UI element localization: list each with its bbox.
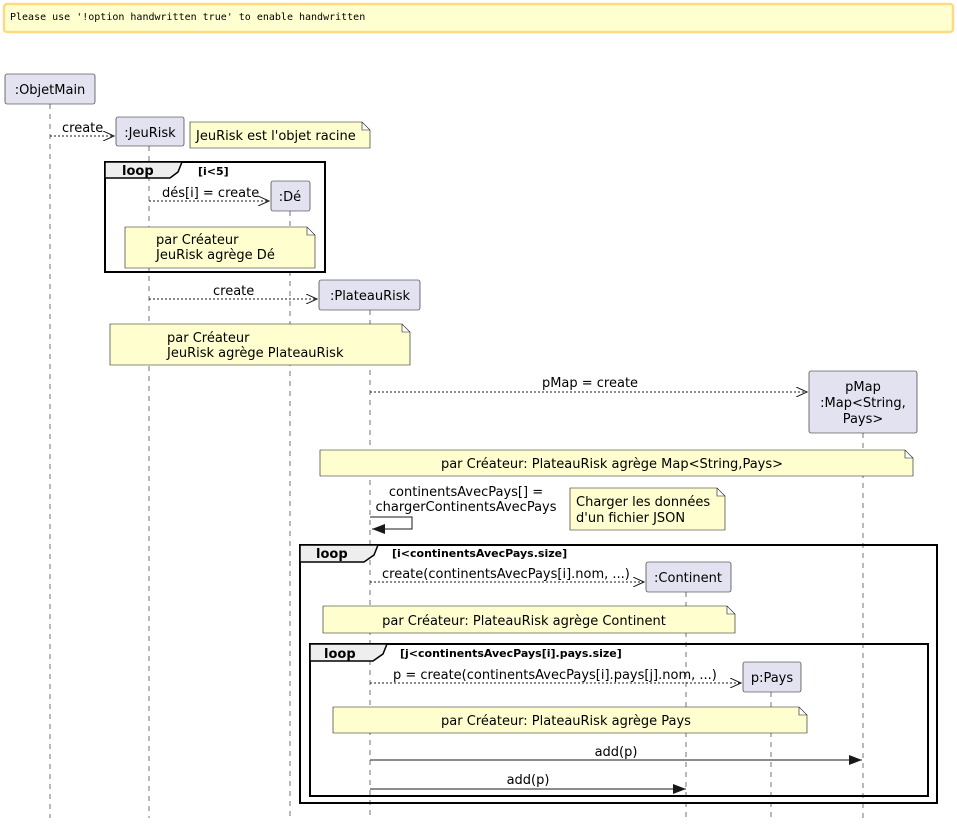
loop-guard: [i<5]: [198, 165, 229, 178]
loop-frame-3: loop [j<continentsAvecPays[i].pays.size]: [309, 643, 929, 797]
participant-label: :Continent: [654, 571, 722, 586]
participant-jeurisk[interactable]: :JeuRisk: [115, 116, 185, 147]
message-add-pmap: add(p): [370, 745, 862, 765]
message-label: create(continentsAvecPays[i].nom, ...): [382, 567, 630, 582]
message-create-continent: create(continentsAvecPays[i].nom, ...): [370, 567, 644, 582]
participant-de[interactable]: :Dé: [270, 180, 311, 212]
message-label: dés[i] = create: [162, 186, 259, 201]
participant-label: :PlateauRisk: [330, 289, 411, 304]
participant-continent[interactable]: :Continent: [645, 561, 732, 593]
message-label: add(p): [595, 745, 638, 760]
note-text: par Créateur: [156, 233, 239, 248]
participant-objetmain[interactable]: :ObjetMain: [4, 73, 96, 105]
message-create-jeurisk: create: [50, 121, 114, 136]
note-text: Charger les données: [576, 495, 710, 510]
loop-keyword: loop: [316, 547, 348, 562]
message-label: p = create(continentsAvecPays[i].pays[j]…: [393, 668, 717, 683]
loop-keyword: loop: [122, 164, 154, 179]
loop-frame-1: loop [i<5]: [104, 161, 326, 273]
loop-frame-2: loop [i<continentsAvecPays.size]: [299, 544, 938, 804]
participant-label: :ObjetMain: [15, 83, 86, 98]
message-label: chargerContinentsAvecPays: [375, 500, 556, 515]
message-label: create: [213, 284, 254, 299]
participant-label: :Dé: [279, 190, 301, 205]
note-text: d'un fichier JSON: [576, 511, 685, 526]
note-plateau: par Créateur JeuRisk agrège PlateauRisk: [109, 323, 411, 366]
note-text: par Créateur: PlateauRisk agrège Map<Str…: [441, 457, 783, 472]
message-label: add(p): [507, 773, 550, 788]
note-map: par Créateur: PlateauRisk agrège Map<Str…: [319, 449, 914, 477]
participant-label: :JeuRisk: [124, 126, 176, 141]
note-text: par Créateur: PlateauRisk agrège Pays: [441, 714, 691, 729]
message-create-de: dés[i] = create: [149, 186, 269, 201]
message-create-pays: p = create(continentsAvecPays[i].pays[j]…: [370, 668, 741, 683]
note-racine: JeuRisk est l'objet racine: [189, 121, 371, 149]
participant-label: :Map<String,: [820, 396, 906, 411]
participant-pmap[interactable]: pMap :Map<String, Pays>: [808, 370, 918, 434]
message-add-continent: add(p): [370, 773, 686, 794]
note-text: par Créateur: PlateauRisk agrège Contine…: [382, 614, 666, 629]
loop-guard: [i<continentsAvecPays.size]: [392, 547, 567, 560]
note-text: JeuRisk agrège PlateauRisk: [166, 346, 344, 361]
participant-label: p:Pays: [751, 671, 794, 686]
warning-text: Please use '!option handwritten true' to…: [10, 12, 365, 23]
note-text: JeuRisk est l'objet racine: [195, 129, 356, 144]
note-continent: par Créateur: PlateauRisk agrège Contine…: [322, 605, 736, 634]
note-text: par Créateur: [167, 331, 250, 346]
note-pays: par Créateur: PlateauRisk agrège Pays: [332, 706, 808, 734]
message-label: create: [62, 121, 103, 136]
message-create-plateau: create: [149, 284, 317, 299]
message-create-pmap: pMap = create: [370, 376, 807, 392]
note-de: par Créateur JeuRisk agrège Dé: [124, 226, 316, 269]
message-label: continentsAvecPays[] =: [389, 485, 543, 500]
participant-label: pMap: [845, 380, 881, 395]
warning-banner: Please use '!option handwritten true' to…: [2, 2, 955, 34]
loop-guard: [j<continentsAvecPays[i].pays.size]: [400, 647, 622, 660]
note-text: JeuRisk agrège Dé: [155, 248, 275, 263]
loop-keyword: loop: [324, 647, 356, 662]
participant-plateaurisk[interactable]: :PlateauRisk: [318, 279, 421, 311]
participant-label: Pays>: [843, 412, 884, 427]
note-json: Charger les données d'un fichier JSON: [569, 487, 726, 531]
participant-pays[interactable]: p:Pays: [742, 661, 802, 693]
message-label: pMap = create: [542, 376, 638, 391]
message-charger-self: continentsAvecPays[] = chargerContinents…: [370, 485, 557, 534]
